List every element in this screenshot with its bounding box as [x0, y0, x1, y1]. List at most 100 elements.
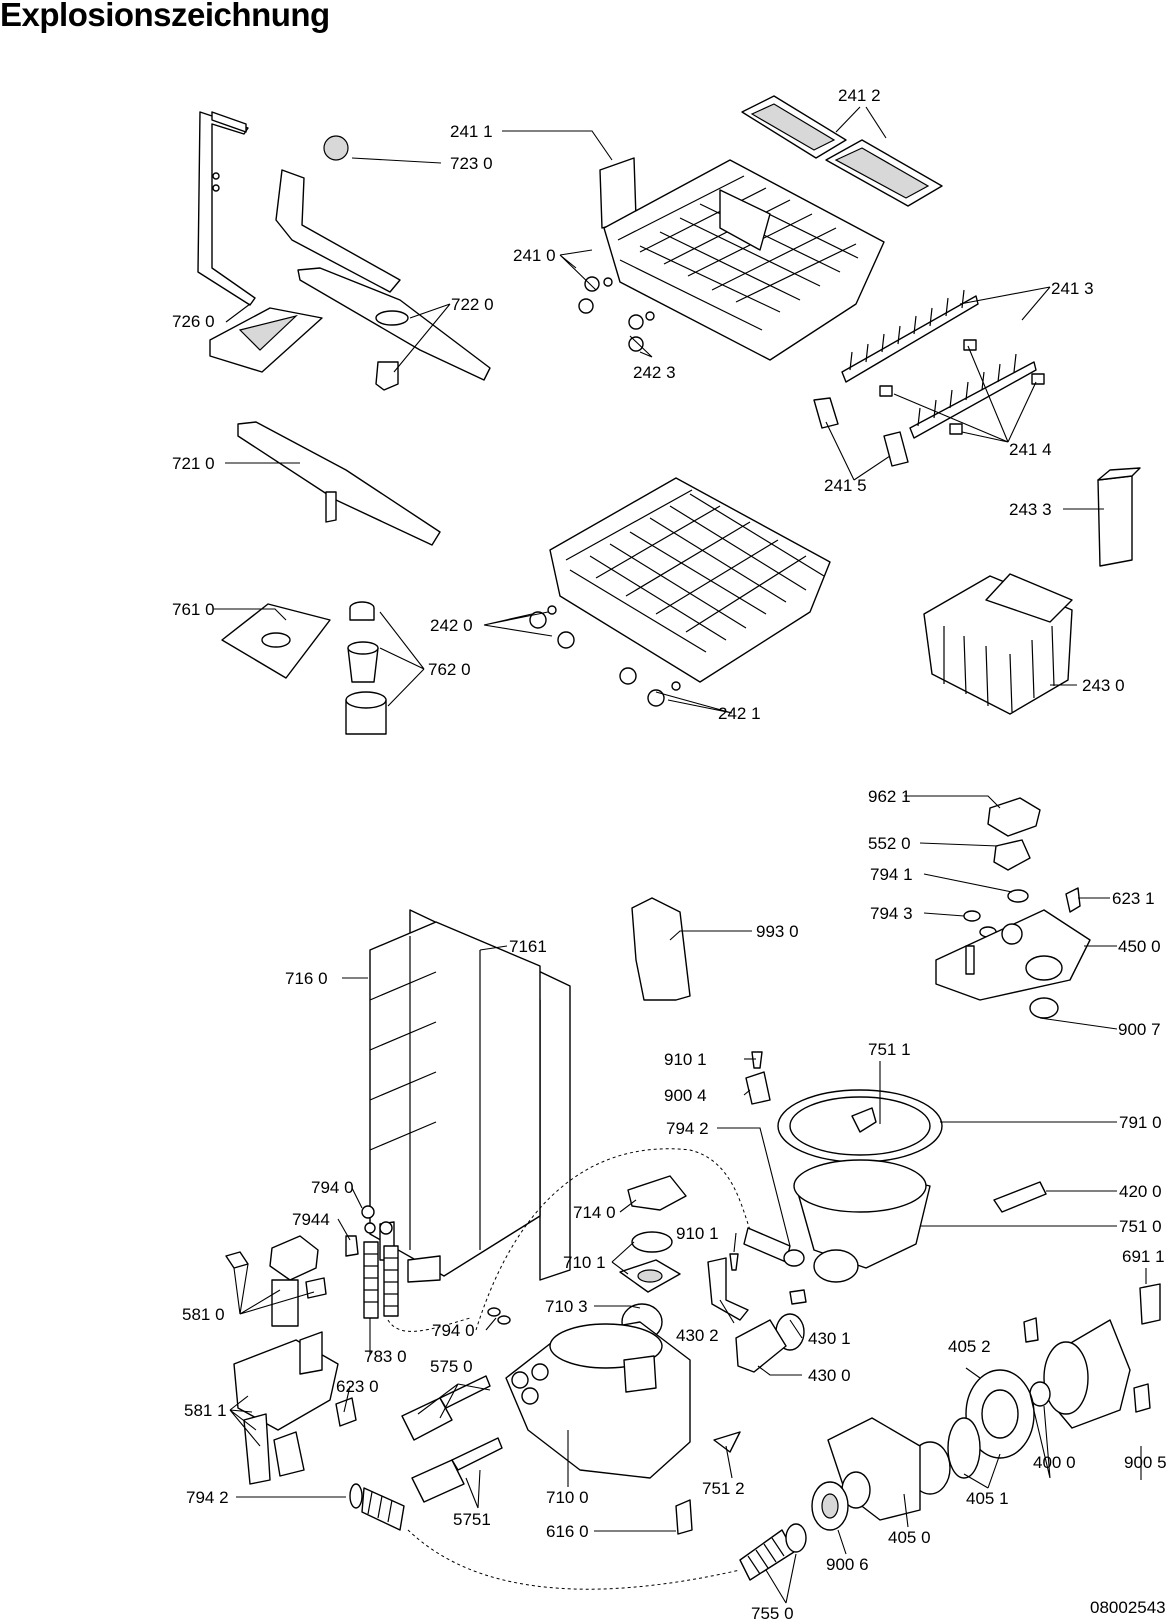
- label-7161: 7161: [509, 937, 547, 956]
- bracket-drawing: [745, 1071, 771, 1105]
- label-5751: 5751: [453, 1510, 491, 1529]
- spray-pipe-drawing: [197, 111, 256, 306]
- part-drawings: [197, 95, 1161, 1590]
- valve-block-drawing: [233, 1331, 357, 1485]
- tine-rows-drawing: [841, 289, 1037, 439]
- label-761-0: 761 0: [172, 600, 215, 619]
- label-420-0: 420 0: [1119, 1182, 1162, 1201]
- label-241-0: 241 0: [513, 246, 556, 265]
- seal-ring-upper-drawing: [1007, 889, 1029, 903]
- basket-latch-upper-drawing: [813, 397, 839, 429]
- connector-drawing: [1139, 1283, 1161, 1325]
- label-241-3: 241 3: [1051, 279, 1094, 298]
- valve-left-upper-drawing: [401, 1397, 453, 1441]
- nut-drawing: [627, 1175, 687, 1211]
- label-751-0: 751 0: [1119, 1217, 1162, 1236]
- label-993-0: 993 0: [756, 922, 799, 941]
- label-241-5: 241 5: [824, 476, 867, 495]
- nozzle-drawing: [323, 135, 349, 161]
- small-rings-drawing: [487, 1307, 501, 1317]
- hose-clamp-drawing: [1029, 997, 1059, 1019]
- label-900-4: 900 4: [664, 1086, 707, 1105]
- motor-drawing: [1043, 1319, 1131, 1429]
- retainer-clip-drawing: [675, 1499, 693, 1535]
- label-405-2: 405 2: [948, 1337, 991, 1356]
- label-7944: 7944: [292, 1210, 330, 1229]
- label-751-1: 751 1: [868, 1040, 911, 1059]
- label-721-0: 721 0: [172, 454, 215, 473]
- label-691-1: 691 1: [1122, 1247, 1165, 1266]
- label-762-0: 762 0: [428, 660, 471, 679]
- label-900-6: 900 6: [826, 1555, 869, 1574]
- spring-clip-drawing: [713, 1431, 741, 1453]
- label-623-1: 623 1: [1112, 889, 1155, 908]
- label-726-0: 726 0: [172, 312, 215, 331]
- drain-valve-drawing: [735, 1319, 787, 1373]
- label-722-0: 722 0: [451, 295, 494, 314]
- inlet-valve-drawing: [225, 1235, 327, 1327]
- label-430-0: 430 0: [808, 1366, 851, 1385]
- label-581-0: 581 0: [182, 1305, 225, 1324]
- label-552-0: 552 0: [868, 834, 911, 853]
- label-242-1: 242 1: [718, 704, 761, 723]
- cutlery-insert-drawing: [1097, 475, 1133, 567]
- pump-housing-drawing: [909, 1369, 1035, 1495]
- label-243-3: 243 3: [1009, 500, 1052, 519]
- label-241-2: 241 2: [838, 86, 881, 105]
- label-723-0: 723 0: [450, 154, 493, 173]
- sump-drawing: [777, 1089, 943, 1283]
- clip-small-drawing: [1065, 887, 1081, 913]
- cutlery-basket-drawing: [923, 573, 1073, 715]
- label-794-0-lower: 794 0: [432, 1321, 475, 1340]
- label-910-1-lower: 910 1: [676, 1224, 719, 1243]
- seal-ring-small-drawing: [963, 910, 981, 922]
- upper-wheels-drawing: [578, 276, 655, 352]
- label-243-0: 243 0: [1082, 676, 1125, 695]
- label-242-0: 242 0: [430, 616, 473, 635]
- label-405-0: 405 0: [888, 1528, 931, 1547]
- document-id: 08002543: [1090, 1598, 1166, 1617]
- drain-hose-drawing: [739, 1523, 807, 1581]
- mount-bracket-drawing: [707, 1257, 749, 1321]
- leader-lines: [214, 106, 1147, 1604]
- arm-hub-drawing: [375, 361, 399, 391]
- part-labels: 241 1 723 0 241 2 241 0 726 0 722 0 242 …: [172, 86, 1167, 1620]
- label-710-0: 710 0: [546, 1488, 589, 1507]
- label-900-7: 900 7: [1118, 1020, 1161, 1039]
- label-794-0-upper: 794 0: [311, 1178, 354, 1197]
- door-insulation-drawing: [369, 909, 571, 1283]
- page-title: Explosionszeichnung: [0, 0, 330, 33]
- label-710-1: 710 1: [563, 1253, 606, 1272]
- label-900-5: 900 5: [1124, 1453, 1167, 1472]
- label-581-1: 581 1: [184, 1401, 227, 1420]
- lower-spray-arm-drawing: [237, 421, 441, 546]
- label-962-1: 962 1: [868, 787, 911, 806]
- salt-funnel-drawing: [631, 897, 691, 1001]
- gasket-drawing: [631, 1231, 673, 1253]
- hose-upper-drawing: [743, 1227, 791, 1263]
- basket-latch-lower-drawing: [883, 431, 909, 467]
- label-241-4: 241 4: [1009, 440, 1052, 459]
- label-910-1-upper: 910 1: [664, 1050, 707, 1069]
- screw-lower-drawing: [729, 1253, 739, 1271]
- label-710-3: 710 3: [545, 1297, 588, 1316]
- capacitor-drawing: [1023, 1317, 1039, 1343]
- valve-left-lower-drawing: [411, 1459, 465, 1503]
- label-430-2: 430 2: [676, 1326, 719, 1345]
- clip-ring-drawing: [789, 1289, 807, 1305]
- upper-basket-drawing: [599, 157, 885, 361]
- label-616-0: 616 0: [546, 1522, 589, 1541]
- label-751-2: 751 2: [702, 1479, 745, 1498]
- label-430-1: 430 1: [808, 1329, 851, 1348]
- label-714-0: 714 0: [573, 1203, 616, 1222]
- hose-route-dashed: [475, 1148, 751, 1331]
- label-242-3: 242 3: [633, 363, 676, 382]
- label-794-2-lower: 794 2: [186, 1488, 229, 1507]
- label-791-0: 791 0: [1119, 1113, 1162, 1132]
- label-241-1: 241 1: [450, 122, 493, 141]
- label-400-0: 400 0: [1033, 1453, 1076, 1472]
- label-575-0: 575 0: [430, 1357, 473, 1376]
- lower-wheels-drawing: [529, 605, 681, 707]
- label-794-3: 794 3: [870, 904, 913, 923]
